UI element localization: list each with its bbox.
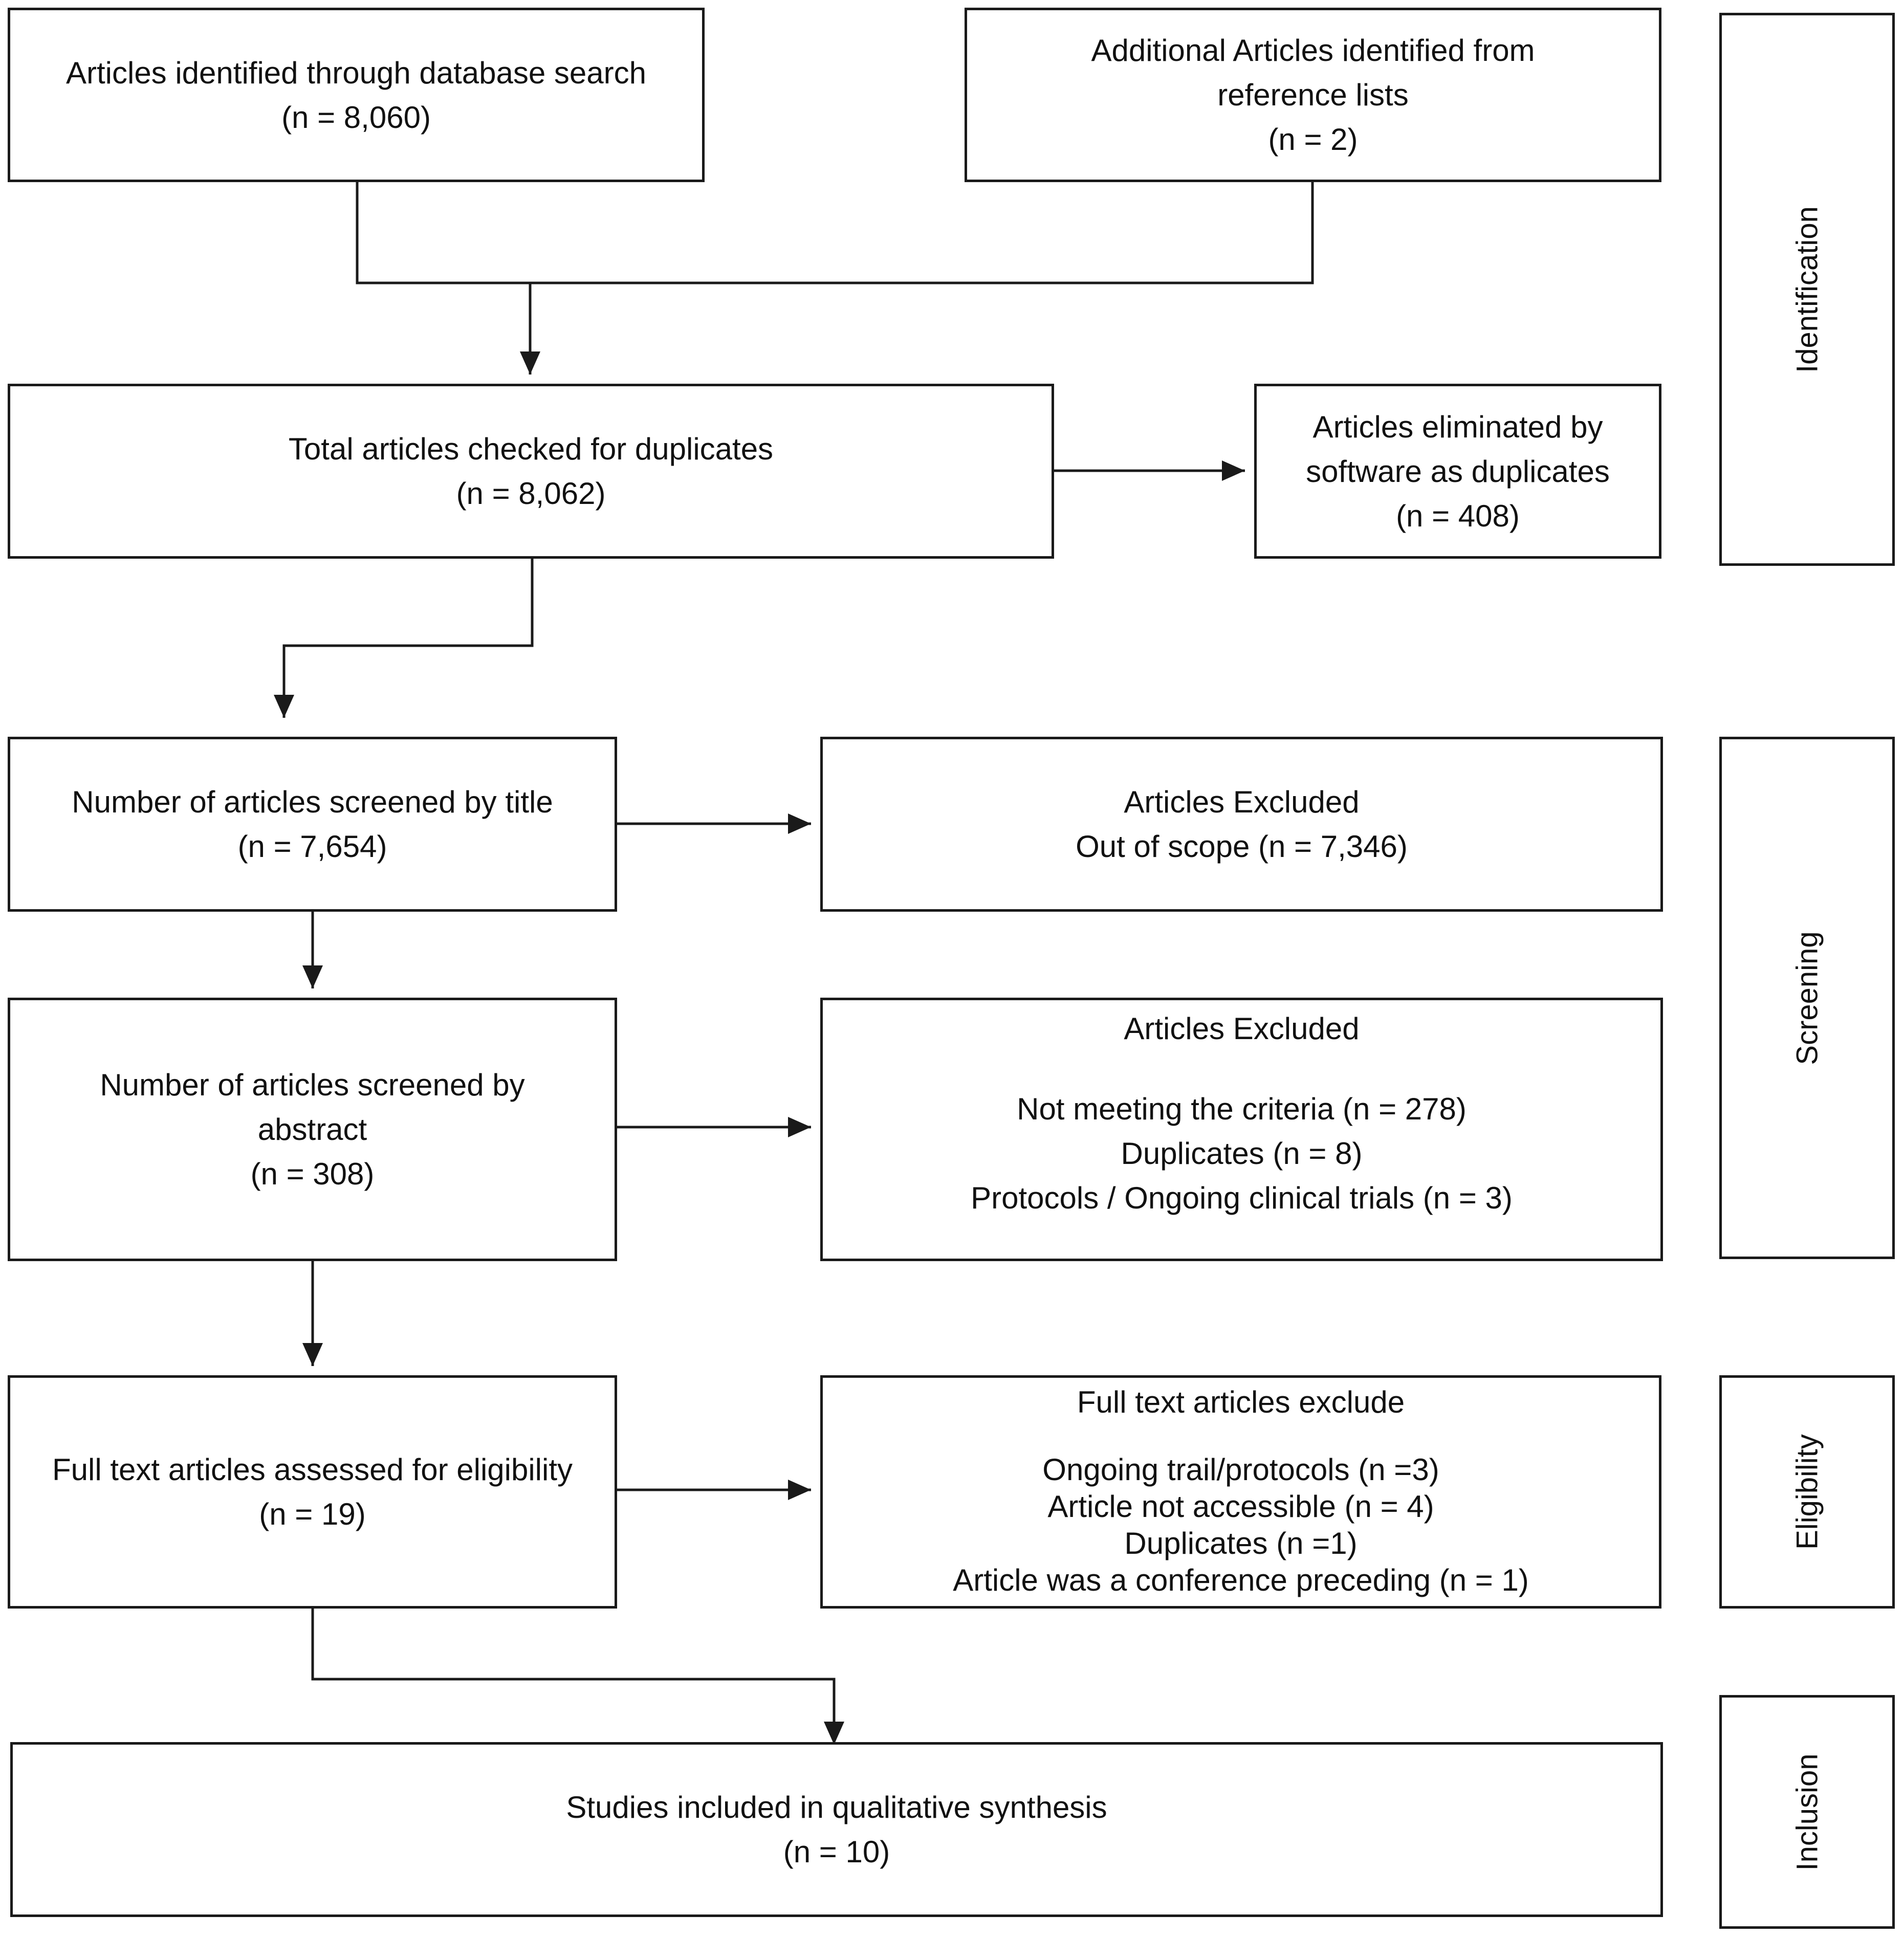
fulltext-excluded-heading: Full text articles exclude (1077, 1385, 1405, 1419)
duplicates-checked-label: Total articles checked for duplicates (288, 432, 774, 466)
stage-screening: Screening (1719, 737, 1895, 1259)
reference-lists-box: Additional Articles identified from refe… (965, 8, 1661, 182)
title-screening-label: Number of articles screened by title (72, 785, 553, 819)
title-screening-count: (n = 7,654) (237, 829, 387, 864)
abstract-excluded-line2: Duplicates (n = 8) (1121, 1136, 1363, 1171)
abstract-excluded-line3: Protocols / Ongoing clinical trials (n =… (971, 1181, 1513, 1215)
fulltext-assessed-label: Full text articles assessed for eligibil… (52, 1452, 573, 1487)
database-search-label: Articles identified through database sea… (65, 55, 647, 90)
merge-connector (356, 182, 1314, 284)
database-search-box: Articles identified through database sea… (8, 8, 705, 182)
title-screening-box: Number of articles screened by title (n … (8, 737, 617, 912)
title-excluded-heading: Articles Excluded (1124, 785, 1360, 819)
abstract-excluded-box: Articles Excluded Not meeting the criter… (820, 998, 1663, 1261)
fulltext-assessed-count: (n = 19) (259, 1497, 366, 1531)
abstract-screening-box: Number of articles screened by abstract … (8, 998, 617, 1261)
duplicates-checked-count: (n = 8,062) (456, 476, 606, 511)
stage-inclusion: Inclusion (1719, 1695, 1895, 1929)
duplicates-eliminated-count: (n = 408) (1396, 498, 1520, 533)
fulltext-excluded-line2: Article not accessible (n = 4) (1047, 1489, 1434, 1524)
abstract-screening-label-line2: abstract (257, 1112, 367, 1147)
duplicates-eliminated-box: Articles eliminated by software as dupli… (1254, 384, 1661, 559)
stage-identification: Identification (1719, 13, 1895, 566)
duplicates-checked-box: Total articles checked for duplicates (n… (8, 384, 1054, 559)
title-excluded-box: Articles Excluded Out of scope (n = 7,34… (820, 737, 1663, 912)
abstract-screening-count: (n = 308) (250, 1157, 375, 1191)
studies-included-count: (n = 10) (783, 1835, 890, 1869)
fulltext-excluded-line3: Duplicates (n =1) (1124, 1526, 1358, 1560)
reference-lists-label-line1: Additional Articles identified from (1091, 33, 1535, 68)
abstract-screening-label-line1: Number of articles screened by (100, 1068, 525, 1102)
studies-included-box: Studies included in qualitative synthesi… (10, 1742, 1663, 1917)
reference-lists-count: (n = 2) (1268, 122, 1358, 157)
fulltext-excluded-line1: Ongoing trail/protocols (n =3) (1042, 1452, 1439, 1487)
fulltext-excluded-line4: Article was a conference preceding (n = … (953, 1563, 1529, 1597)
abstract-excluded-heading: Articles Excluded (1124, 1011, 1360, 1046)
abstract-excluded-line1: Not meeting the criteria (n = 278) (1017, 1092, 1467, 1126)
stage-eligibility: Eligibility (1719, 1375, 1895, 1609)
duplicates-eliminated-label-line2: software as duplicates (1306, 454, 1610, 489)
arrow-to-title-screening (274, 559, 534, 718)
arrow-to-studies-included (311, 1609, 844, 1745)
fulltext-assessed-box: Full text articles assessed for eligibil… (8, 1375, 617, 1609)
database-search-count: (n = 8,060) (281, 100, 431, 135)
duplicates-eliminated-label-line1: Articles eliminated by (1312, 409, 1603, 444)
reference-lists-label-line2: reference lists (1217, 78, 1409, 112)
studies-included-label: Studies included in qualitative synthesi… (566, 1790, 1107, 1824)
fulltext-excluded-box: Full text articles exclude Ongoing trail… (820, 1375, 1661, 1609)
title-excluded-line1: Out of scope (n = 7,346) (1076, 829, 1408, 864)
